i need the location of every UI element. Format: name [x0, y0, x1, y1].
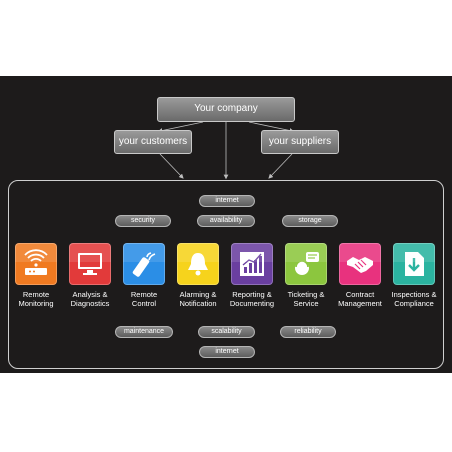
label-analysis-diagnostics: Analysis &Diagnostics: [70, 290, 110, 308]
tile-contract-management: [339, 243, 381, 285]
bar-chart-icon: [240, 252, 264, 276]
tile-reporting-documenting: [231, 243, 273, 285]
tag-availability: availability: [197, 215, 255, 227]
tile-inspections-compliance: [393, 243, 435, 285]
label-reporting-documenting: Reporting &Documenting: [229, 290, 275, 308]
customers-box: your customers: [114, 130, 192, 154]
suppliers-box: your suppliers: [261, 130, 339, 154]
handshake-icon: [347, 257, 373, 273]
tag-maintenance: maintenance: [115, 326, 173, 338]
tag-internet-bottom: internet: [199, 346, 255, 358]
monitor-icon: [78, 253, 102, 275]
document-download-icon: [405, 252, 424, 276]
label-ticketing-service: Ticketing &Service: [287, 290, 325, 308]
tag-storage: storage: [282, 215, 338, 227]
tag-reliability: reliability: [280, 326, 336, 338]
label-alarming-notification: Alarming &Notification: [179, 290, 217, 308]
support-headset-icon: [295, 252, 319, 275]
services-frame: [8, 180, 444, 369]
tile-analysis-diagnostics: [69, 243, 111, 285]
bell-icon: [188, 253, 208, 276]
remote-control-icon: [132, 252, 156, 277]
label-inspections-compliance: Inspections &Compliance: [391, 290, 437, 308]
tile-alarming-notification: [177, 243, 219, 285]
tag-scalability: scalability: [198, 326, 255, 338]
router-icon: [24, 249, 48, 275]
tile-remote-control: [123, 243, 165, 285]
tile-remote-monitoring: [15, 243, 57, 285]
tile-ticketing-service: [285, 243, 327, 285]
tag-internet-top: internet: [199, 195, 255, 207]
tag-security: security: [115, 215, 171, 227]
company-box: Your company: [157, 97, 295, 122]
